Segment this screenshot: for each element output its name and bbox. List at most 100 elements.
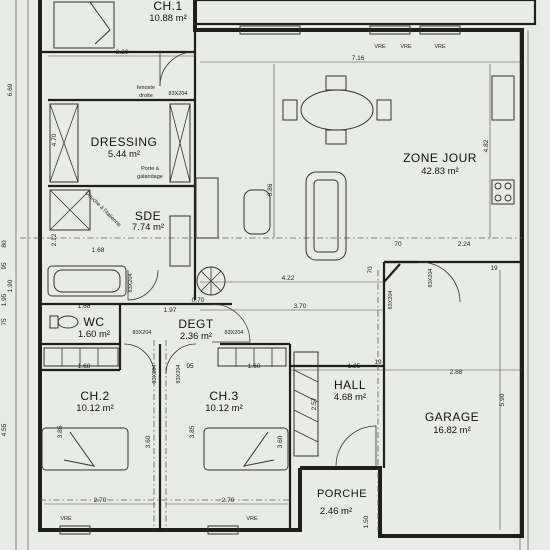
window-label-ch3: VRE: [246, 516, 258, 522]
wc-cistern: [49, 315, 59, 329]
sde-bathtub: [47, 265, 127, 297]
cooktop-burner-2: [504, 182, 512, 190]
entrance-door-swing: [335, 425, 377, 467]
dim-190: 1.90: [7, 279, 14, 292]
dressing-shelf-right: [169, 103, 191, 183]
wc-toilet: [57, 315, 79, 329]
room-name-ch2: CH.2: [80, 389, 109, 403]
dim-168-bath: 1.68: [92, 247, 105, 254]
dim-70-top: 70: [394, 241, 402, 248]
room-name-hall: HALL: [334, 378, 366, 392]
dim-270-ch2: 2.70: [94, 497, 107, 504]
dining-table: [300, 89, 374, 131]
dim-135: 1.35: [348, 363, 361, 370]
dining-chair-left: [282, 99, 298, 121]
dim-212: 2.12: [51, 233, 58, 246]
dim-270-ch3: 2.70: [222, 497, 235, 504]
dim-288: 2.88: [450, 369, 463, 376]
door-label-ch1: 83X204: [169, 91, 188, 97]
sofa-seat: [313, 179, 339, 253]
room-name-porche: PORCHE: [317, 488, 367, 500]
garage-door-swing: [419, 261, 461, 303]
dim-385-ch2: 3.85: [57, 425, 64, 438]
dim-590: 5.90: [499, 393, 506, 406]
door-label-ch3: 83X204: [176, 365, 182, 384]
door-label-garage: 83X204: [428, 269, 434, 288]
ch3-bed-sheet: [242, 431, 275, 467]
room-name-zone-jour: ZONE JOUR: [403, 151, 477, 165]
top-neighbour-wall: [193, 0, 537, 26]
room-area-zone-jour: 42.83 m²: [421, 166, 459, 177]
ch1-door-swing: [159, 51, 195, 87]
room-area-porche: 2.46 m²: [320, 506, 352, 517]
dressing-shelf-right-cross-2: [169, 103, 191, 183]
dim-360-ch2: 3.60: [145, 435, 152, 448]
dim-197: 1.97: [164, 307, 177, 314]
dim-385-ch3: 3.85: [189, 425, 196, 438]
hall-closet: [293, 351, 319, 457]
dim-160-ch3: 1.60: [248, 363, 261, 370]
cooktop-burner-4: [504, 194, 512, 202]
hall-closet-hanger-1: [293, 369, 319, 383]
dining-chair-bottom: [325, 129, 347, 145]
note-porte-galandage-b: galandage: [137, 174, 163, 180]
room-area-ch2: 10.12 m²: [76, 403, 114, 414]
dim-150: 1.50: [363, 515, 370, 528]
room-name-degt: DEGT: [178, 317, 214, 331]
sde-shower-tray: [49, 189, 91, 231]
window-label-zj-2: VRE: [400, 44, 412, 50]
note-penderie: fenoste: [137, 85, 155, 91]
door-label-ch2: 83X204: [152, 365, 158, 384]
room-area-garage: 16.82 m²: [433, 425, 471, 436]
hall-closet-hanger-4: [293, 429, 319, 443]
room-area-sde: 7.74 m²: [132, 222, 164, 233]
room-name-wc: WC: [84, 315, 105, 329]
room-name-dressing: DRESSING: [91, 135, 158, 149]
sde-vanity: [169, 215, 191, 267]
sde-door-swing: [127, 269, 159, 301]
room-name-garage: GARAGE: [425, 410, 479, 424]
dim-224: 2.24: [458, 241, 471, 248]
dim-470: 4.70: [51, 133, 58, 146]
dim-75: 75: [1, 318, 8, 326]
note-penderie-b: droite: [139, 93, 153, 99]
room-name-ch3: CH.3: [209, 389, 238, 403]
tv-cabinet: [195, 177, 219, 239]
dim-168-ch2: 1.68: [78, 363, 91, 370]
room-area-dressing: 5.44 m²: [108, 149, 140, 160]
dim-422: 4.22: [282, 275, 295, 282]
sofa: [305, 171, 347, 261]
garage-angled-wall: [383, 263, 401, 283]
dim-70-side: 70: [367, 266, 374, 274]
door-label-garage-side: 83X204: [388, 291, 394, 310]
door-label-degt: 83X204: [225, 330, 244, 336]
dim-19-hall: 19: [374, 359, 382, 366]
ch3-bed: [203, 427, 289, 471]
note-porte-galandage: Porte à: [141, 166, 160, 172]
dim-455: 4.55: [1, 423, 8, 436]
ch1-bed: [53, 1, 115, 49]
hall-closet-hanger-3: [293, 409, 319, 423]
room-area-wc: 1.60 m²: [78, 329, 110, 340]
dressing-shelf-left: [49, 103, 79, 183]
hall-closet-hanger-2: [293, 389, 319, 403]
ch2-bed: [41, 427, 129, 471]
kitchen-sink: [491, 75, 515, 121]
dim-360-ch3: 3.60: [277, 435, 284, 448]
dim-168-corridor: 1.68: [78, 303, 91, 310]
room-name-sde: SDE: [135, 209, 161, 223]
window-label-zj-1: VRE: [374, 44, 386, 50]
dim-370: 3.70: [294, 303, 307, 310]
ch2-door-swing: [123, 343, 155, 375]
note-douche: Douche à l'italienne: [84, 190, 122, 228]
room-name-ch1: CH.1: [153, 0, 182, 13]
window-ch2: [59, 525, 91, 535]
dim-195: 1.95: [1, 293, 8, 306]
degt-door-swing: [211, 303, 251, 343]
dim-482: 4.82: [483, 139, 490, 152]
door-label-wc: 83X204: [133, 330, 152, 336]
dim-80: 80: [1, 240, 8, 248]
ch3-wardrobe: [217, 347, 287, 367]
ch1-bed-sheet: [89, 1, 111, 45]
sde-bathtub-basin: [53, 269, 121, 293]
